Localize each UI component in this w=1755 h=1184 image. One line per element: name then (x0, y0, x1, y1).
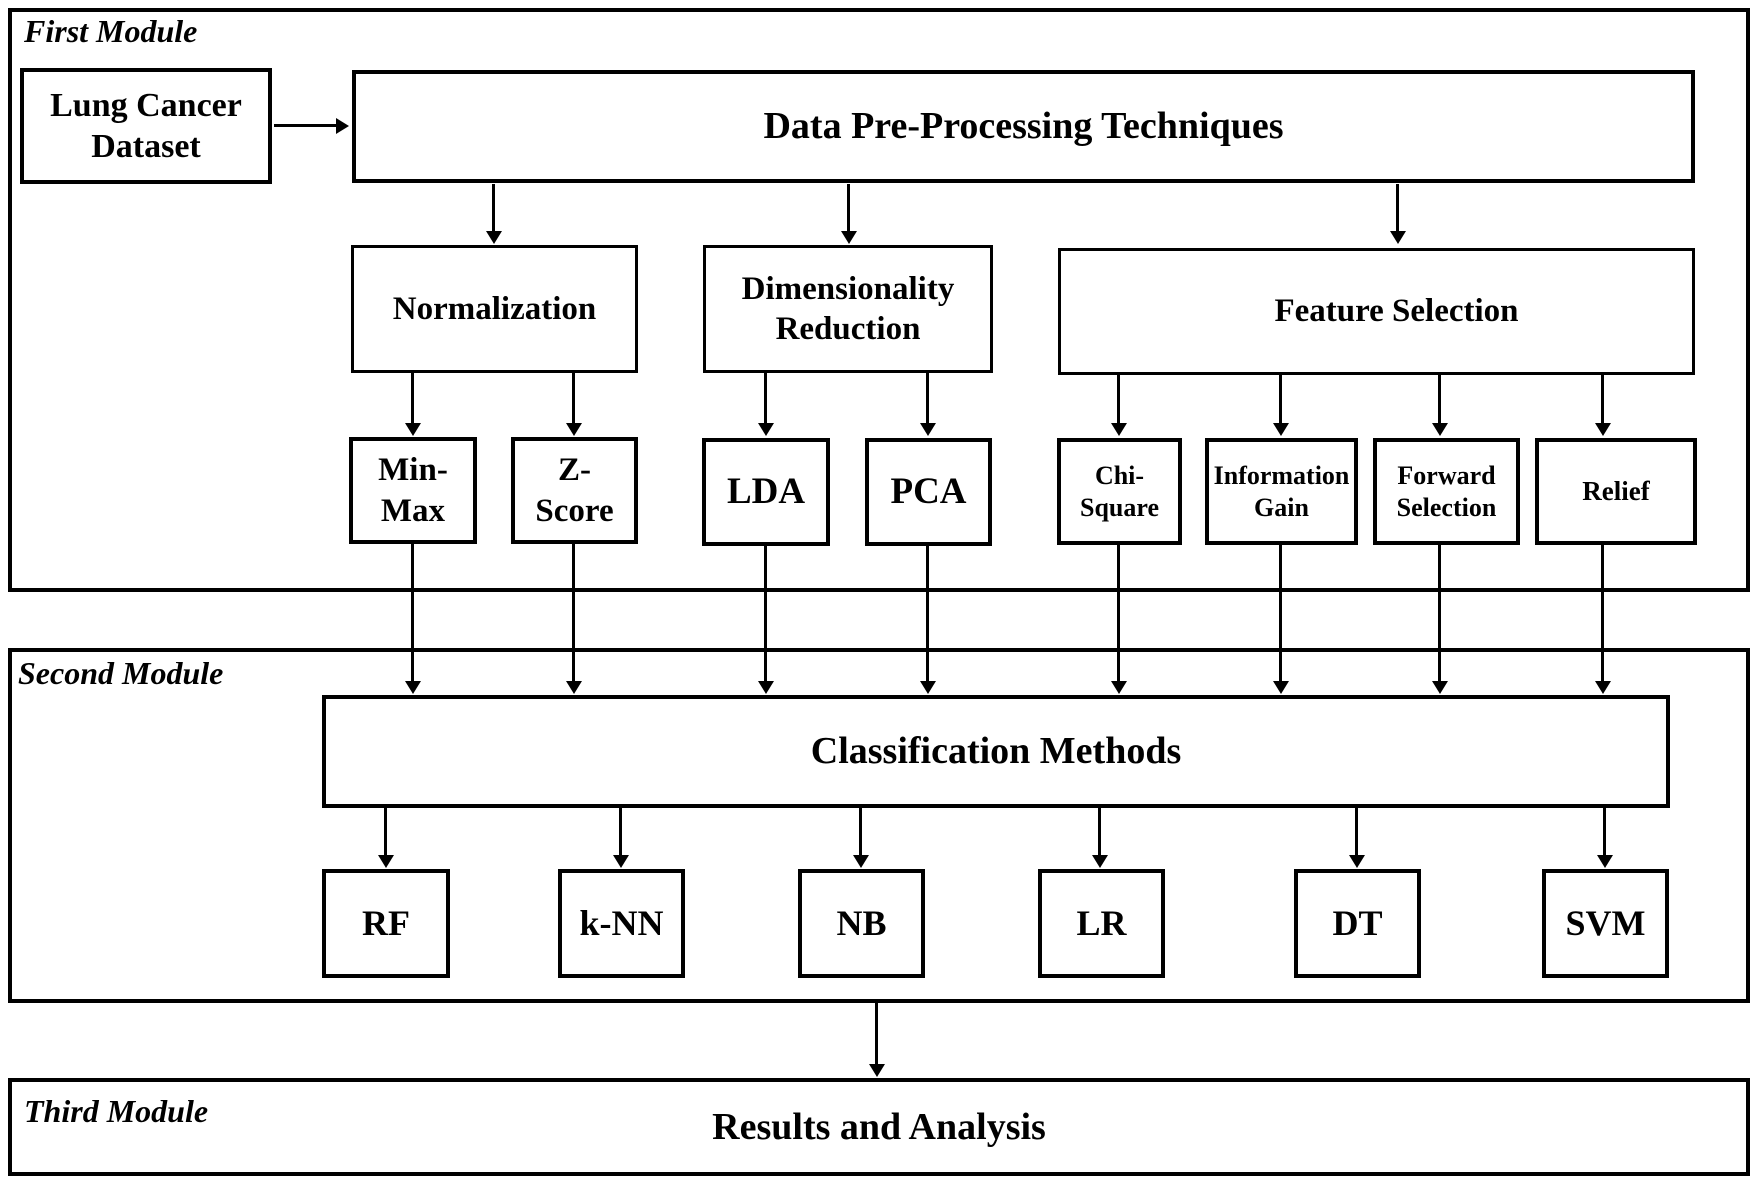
nb-box: NB (798, 869, 925, 978)
chi-square-label: Chi- Square (1080, 460, 1159, 522)
third-module-label: Third Module (24, 1093, 209, 1129)
arrow-dimensionality-to-pca (926, 373, 929, 424)
forward-selection-box: Forward Selection (1373, 438, 1520, 545)
information-gain-box: Information Gain (1205, 438, 1358, 545)
svm-box: SVM (1542, 869, 1669, 978)
arrow-normalization-to-min-max (411, 373, 414, 424)
relief-box: Relief (1535, 438, 1697, 545)
dt-box: DT (1294, 869, 1421, 978)
arrow-min-max-to-classification (411, 544, 414, 682)
lung-cancer-dataset-label: Lung Cancer Dataset (50, 86, 242, 165)
z-score-box: Z- Score (511, 437, 638, 544)
results-and-analysis-label: Results and Analysis (712, 1106, 1046, 1148)
arrow-dimensionality-to-lda (764, 373, 767, 424)
arrow-preprocessing-to-feature-selection (1396, 184, 1399, 232)
svm-label: SVM (1565, 902, 1646, 943)
lung-cancer-dataset-box: Lung Cancer Dataset (20, 68, 272, 184)
classification-methods-label: Classification Methods (810, 730, 1182, 773)
arrow-feature-selection-to-chi-square (1117, 373, 1120, 424)
forward-selection-label: Forward Selection (1396, 460, 1497, 522)
arrow-classification-to-dt (1355, 808, 1358, 856)
pca-label: PCA (890, 471, 967, 513)
arrow-lda-to-classification (764, 544, 767, 682)
arrow-preprocessing-to-normalization (492, 184, 495, 232)
second-module-label: Second Module (18, 655, 224, 691)
third-module-frame (8, 1078, 1750, 1176)
lda-box: LDA (702, 438, 830, 546)
relief-label: Relief (1582, 476, 1650, 507)
arrow-classification-to-svm (1603, 808, 1606, 856)
z-score-label: Z- Score (535, 452, 614, 529)
arrow-feature-selection-to-information-gain (1279, 373, 1282, 424)
arrow-relief-to-classification (1601, 544, 1604, 682)
feature-selection-box: Feature Selection (1058, 248, 1695, 375)
lr-label: LR (1076, 902, 1127, 943)
normalization-label: Normalization (392, 290, 597, 327)
arrow-dataset-to-preprocessing (274, 124, 337, 127)
arrow-feature-selection-to-forward-selection (1438, 373, 1441, 424)
nb-label: NB (836, 902, 887, 943)
dt-label: DT (1332, 902, 1383, 943)
knn-box: k-NN (558, 869, 685, 978)
arrow-classification-to-lr (1098, 808, 1101, 856)
arrow-chi-square-to-classification (1117, 544, 1120, 682)
arrow-feature-selection-to-relief (1601, 373, 1604, 424)
rf-label: RF (362, 902, 410, 943)
rf-box: RF (322, 869, 450, 978)
preprocessing-label: Data Pre-Processing Techniques (763, 105, 1284, 148)
arrow-classification-to-rf (384, 808, 387, 856)
first-module-frame (8, 8, 1750, 592)
knn-label: k-NN (579, 902, 664, 943)
first-module-label: First Module (24, 13, 198, 49)
information-gain-label: Information Gain (1213, 460, 1350, 522)
classification-methods-box: Classification Methods (322, 695, 1670, 808)
arrow-second-module-to-third-module (875, 1003, 878, 1065)
arrow-forward-selection-to-classification (1438, 544, 1441, 682)
arrow-information-gain-to-classification (1279, 544, 1282, 682)
min-max-label: Min- Max (378, 452, 448, 529)
chi-square-box: Chi- Square (1057, 438, 1182, 545)
preprocessing-box: Data Pre-Processing Techniques (352, 70, 1695, 183)
lda-label: LDA (726, 471, 806, 513)
arrow-classification-to-nb (859, 808, 862, 856)
feature-selection-label: Feature Selection (1274, 293, 1519, 330)
pca-box: PCA (865, 438, 992, 546)
arrow-normalization-to-z-score (572, 373, 575, 424)
results-and-analysis-text: Results and Analysis (8, 1078, 1750, 1176)
min-max-box: Min- Max (349, 437, 477, 544)
dimensionality-reduction-box: Dimensionality Reduction (703, 245, 993, 373)
dimensionality-reduction-label: Dimensionality Reduction (741, 270, 955, 347)
lr-box: LR (1038, 869, 1165, 978)
arrow-preprocessing-to-dimensionality (847, 184, 850, 232)
arrow-classification-to-knn (619, 808, 622, 856)
second-module-frame (8, 648, 1750, 1003)
arrow-z-score-to-classification (572, 544, 575, 682)
arrow-pca-to-classification (926, 544, 929, 682)
normalization-box: Normalization (351, 245, 638, 373)
